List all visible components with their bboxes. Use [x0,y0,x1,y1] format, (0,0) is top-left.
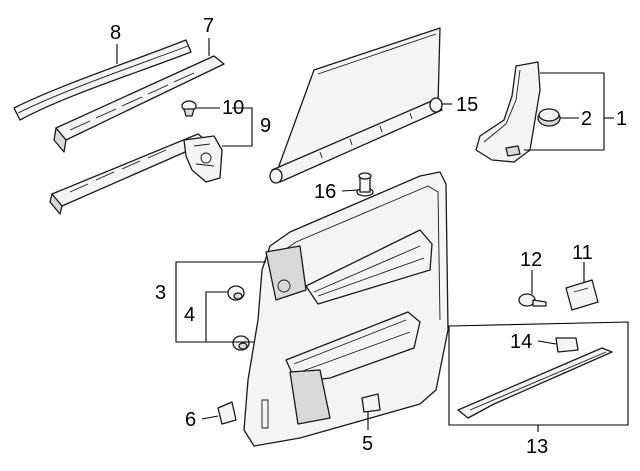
callout-2: 2 [581,108,592,130]
part-12-screw [518,293,547,307]
callout-3: 3 [155,282,166,304]
part-13-kick-plate [448,321,629,426]
callout-6: 6 [185,409,196,431]
callout-16: 16 [314,181,336,203]
part-6-cover [217,401,237,425]
callout-9: 9 [260,115,271,137]
callout-1: 1 [616,108,627,130]
callout-11: 11 [572,242,593,264]
callout-7: 7 [203,15,214,37]
part-10-clip [181,100,197,117]
part-9-trim-rail [49,133,223,215]
part-7-belt-moulding [53,55,225,153]
callout-15: 15 [456,94,478,116]
part-8-weatherstrip [13,39,192,121]
part-3-door-panel [243,171,449,447]
part-1-pillar-trim [475,61,541,163]
callout-14: 14 [510,331,532,353]
part-5-cover [361,393,381,413]
callout-13: 13 [526,436,548,458]
callout-10: 10 [222,97,244,119]
callout-labels: 1 2 3 4 5 6 7 8 9 10 11 12 13 14 15 16 [110,15,627,458]
part-4-clips [227,285,250,351]
part-16-bolt [356,172,374,197]
callout-4: 4 [184,304,195,326]
callout-8: 8 [110,22,121,44]
callout-5: 5 [362,433,373,455]
part-14-clip [555,337,579,353]
leader-lines [116,38,614,432]
part-15-sunshade [269,27,443,184]
part-2-cap [537,108,561,127]
part-11-bracket [565,279,599,311]
callout-12: 12 [520,249,542,271]
